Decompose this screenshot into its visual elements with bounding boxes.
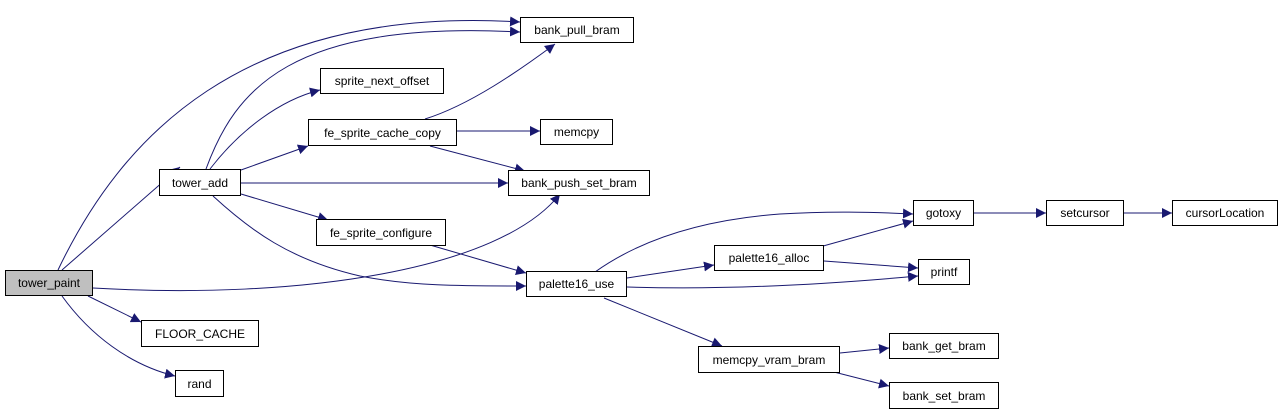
edge-palette16-alloc-to-printf xyxy=(823,260,919,273)
node-cursor-location-label: cursorLocation xyxy=(1185,206,1265,220)
node-tower-add-label: tower_add xyxy=(171,175,229,190)
node-memcpy-vram-bram-label: memcpy_vram_bram xyxy=(712,352,826,367)
edge-palette16-alloc-to-gotoxy xyxy=(815,218,914,249)
edge-tower-add-to-fe-sprite-cache-copy xyxy=(240,144,309,171)
edge-tower-add-to-bank-pull-bram xyxy=(205,26,521,170)
edge-tower-paint-to-bank-pull-bram xyxy=(57,16,521,271)
edge-memcpy-vram-bram-to-bank-set-bram xyxy=(829,370,890,389)
node-tower-add[interactable]: tower_add xyxy=(159,169,241,196)
edge-tower-paint-to-floor-cache xyxy=(87,295,142,323)
node-tower-paint[interactable]: tower_paint xyxy=(5,270,93,296)
node-bank-pull-bram-label: bank_pull_bram xyxy=(534,23,620,37)
node-setcursor-label: setcursor xyxy=(1060,206,1110,220)
edge-palette16-use-to-gotoxy xyxy=(594,208,914,273)
node-palette16-alloc[interactable]: palette16_alloc xyxy=(714,245,824,271)
node-tower-paint-label: tower_paint xyxy=(17,276,81,290)
edge-palette16-use-to-palette16-alloc xyxy=(626,261,715,279)
node-printf[interactable]: printf xyxy=(918,259,970,285)
node-memcpy-vram-bram[interactable]: memcpy_vram_bram xyxy=(698,346,840,373)
node-rand[interactable]: rand xyxy=(175,370,224,397)
node-rand-label: rand xyxy=(187,376,212,391)
node-fe-sprite-cache-copy-label: fe_sprite_cache_copy xyxy=(324,125,441,140)
edge-palette16-use-to-printf xyxy=(626,271,919,289)
node-printf-label: printf xyxy=(930,265,958,279)
node-bank-get-bram-label: bank_get_bram xyxy=(902,339,986,353)
edge-memcpy-vram-bram-to-bank-get-bram xyxy=(839,344,890,354)
edge-tower-add-to-palette16-use xyxy=(212,195,527,291)
node-palette16-alloc-label: palette16_alloc xyxy=(728,251,810,265)
edge-tower-paint-to-bank-push-set-bram xyxy=(92,193,561,292)
edge-fe-sprite-cache-copy-to-bank-push-set-bram xyxy=(429,145,526,174)
node-bank-push-set-bram-label: bank_push_set_bram xyxy=(521,176,637,190)
node-gotoxy[interactable]: gotoxy xyxy=(913,200,974,226)
node-floor-cache-label: FLOOR_CACHE xyxy=(154,326,246,341)
node-fe-sprite-configure[interactable]: fe_sprite_configure xyxy=(316,219,446,246)
edge-tower-add-to-fe-sprite-configure xyxy=(240,193,329,222)
node-bank-set-bram[interactable]: bank_set_bram xyxy=(889,382,999,409)
node-palette16-use-label: palette16_use xyxy=(538,277,615,291)
node-palette16-use[interactable]: palette16_use xyxy=(526,271,627,297)
edge-palette16-use-to-memcpy-vram-bram xyxy=(603,297,723,347)
edge-tower-add-to-sprite-next-offset xyxy=(209,87,321,170)
node-gotoxy-label: gotoxy xyxy=(925,206,962,220)
node-memcpy[interactable]: memcpy xyxy=(540,119,613,145)
node-sprite-next-offset[interactable]: sprite_next_offset xyxy=(320,68,444,94)
node-sprite-next-offset-label: sprite_next_offset xyxy=(334,74,430,88)
node-bank-push-set-bram[interactable]: bank_push_set_bram xyxy=(508,170,650,196)
node-cursor-location[interactable]: cursorLocation xyxy=(1172,200,1278,226)
node-floor-cache[interactable]: FLOOR_CACHE xyxy=(141,320,259,347)
node-bank-set-bram-label: bank_set_bram xyxy=(902,388,986,403)
edge-fe-sprite-cache-copy-to-bank-pull-bram xyxy=(424,43,556,120)
node-bank-get-bram[interactable]: bank_get_bram xyxy=(889,333,999,359)
edge-tower-paint-to-rand xyxy=(61,295,176,379)
node-memcpy-label: memcpy xyxy=(553,125,600,139)
node-fe-sprite-configure-label: fe_sprite_configure xyxy=(329,225,433,240)
edge-fe-sprite-configure-to-palette16-use xyxy=(429,244,527,275)
node-setcursor[interactable]: setcursor xyxy=(1046,200,1124,226)
node-bank-pull-bram[interactable]: bank_pull_bram xyxy=(520,17,634,43)
node-fe-sprite-cache-copy[interactable]: fe_sprite_cache_copy xyxy=(308,119,457,146)
